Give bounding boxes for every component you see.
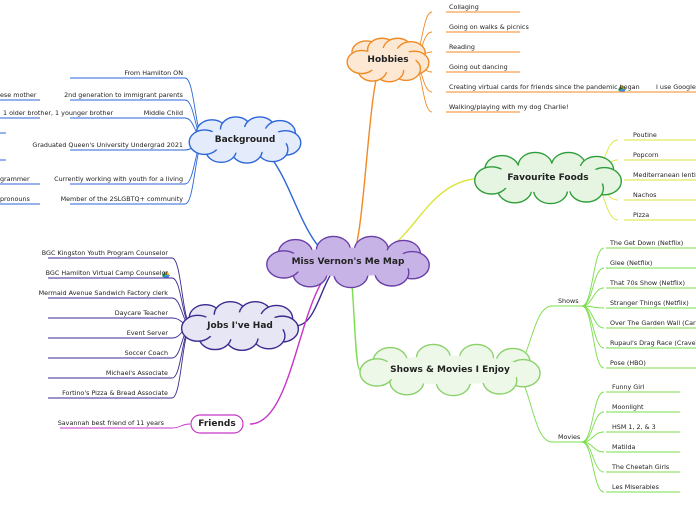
movies-link	[581, 431, 605, 443]
friends-node-label[interactable]: Friends	[198, 419, 236, 429]
show-item[interactable]: The Get Down (Netflix)	[610, 239, 684, 247]
background-item[interactable]: Member of the 2SLGBTQ+ community	[60, 195, 183, 203]
show-item[interactable]: Stranger Things (Netflix)	[610, 299, 689, 307]
background-sub-item[interactable]: pronouns	[0, 195, 30, 203]
movies-link	[581, 441, 605, 493]
background-item[interactable]: 2nd generation to immigrant parents	[64, 91, 183, 99]
google-drive-icon	[618, 85, 626, 92]
background-sub-item[interactable]: 1 older brother, 1 younger brother	[3, 109, 114, 117]
food-item[interactable]: Popcorn	[633, 151, 659, 159]
hobbies-node[interactable]	[346, 37, 430, 83]
hobbies-node-label[interactable]: Hobbies	[367, 55, 409, 65]
favourite-foods-node[interactable]	[473, 151, 623, 205]
show-item[interactable]: Pose (HBO)	[610, 359, 646, 367]
background-node[interactable]	[188, 116, 302, 164]
friends-node[interactable]	[190, 414, 244, 434]
movies-link	[581, 391, 605, 443]
food-item[interactable]: Nachos	[633, 191, 657, 199]
shows-group-label[interactable]: Shows	[558, 297, 579, 305]
hobby-sub-item[interactable]: I use Google S	[656, 83, 696, 91]
hobby-item[interactable]: Reading	[449, 43, 475, 51]
shows-link	[581, 305, 605, 329]
jobs-node-label[interactable]: Jobs I've Had	[207, 321, 273, 331]
show-item[interactable]: Over The Garden Wall (Cartoo	[610, 319, 696, 327]
background-sub-item[interactable]: grammer	[0, 175, 30, 183]
movie-item[interactable]: Les Miserables	[612, 483, 659, 491]
job-item[interactable]: Soccer Coach	[124, 349, 168, 357]
shows-movies-node[interactable]	[359, 343, 541, 397]
food-item[interactable]: Mediterranean lentil s	[633, 171, 696, 179]
center-node[interactable]	[266, 235, 430, 289]
google-drive-icon	[162, 271, 170, 278]
hobby-item[interactable]: Collaging	[449, 3, 479, 11]
shows-link	[581, 247, 605, 307]
show-item[interactable]: That 70s Show (Netflix)	[610, 279, 685, 287]
friends-link	[171, 423, 191, 429]
movie-item[interactable]: The Cheetah Girls	[612, 463, 670, 471]
background-sub-item[interactable]: ese mother	[0, 91, 37, 99]
job-item[interactable]: BGC Kingston Youth Program Counselor	[41, 249, 168, 257]
shows-link	[581, 267, 605, 307]
favourite-foods-node-label[interactable]: Favourite Foods	[507, 173, 589, 183]
friend-item[interactable]: Savannah best friend of 11 years	[57, 419, 164, 427]
branch-hobbies	[347, 59, 386, 263]
show-item[interactable]: Glee (Netflix)	[610, 259, 653, 267]
job-item[interactable]: Mermaid Avenue Sandwich Factory clerk	[38, 289, 168, 297]
shows-movies-node-label[interactable]: Shows & Movies I Enjoy	[390, 365, 510, 375]
food-item[interactable]: Pizza	[633, 211, 650, 219]
hobby-item[interactable]: Creating virtual cards for friends since…	[449, 83, 640, 91]
hobby-item[interactable]: Going out dancing	[449, 63, 508, 71]
job-item[interactable]: Daycare Teacher	[114, 309, 168, 317]
background-item[interactable]: Graduated Queen's University Undergrad 2…	[32, 141, 183, 149]
movie-item[interactable]: Funny Girl	[612, 383, 645, 391]
job-item[interactable]: BGC Hamilton Virtual Camp Counselor	[45, 269, 168, 277]
job-item[interactable]: Fortino's Pizza & Bread Associate	[62, 389, 168, 397]
background-item[interactable]: From Hamilton ON	[124, 69, 183, 77]
hobby-item[interactable]: Going on walks & picnics	[449, 23, 529, 31]
background-item[interactable]: Middle Child	[143, 109, 183, 117]
shows-link	[581, 287, 605, 307]
center-node-label[interactable]: Miss Vernon's Me Map	[291, 257, 405, 267]
background-node-label[interactable]: Background	[214, 135, 276, 145]
movie-item[interactable]: HSM 1, 2, & 3	[612, 423, 656, 431]
movie-item[interactable]: Matilda	[612, 443, 636, 451]
food-item[interactable]: Poutine	[633, 131, 657, 139]
show-item[interactable]: Rupaul's Drag Race (CraveTV)	[610, 339, 696, 347]
hobby-item[interactable]: Walking/playing with my dog Charlie!	[449, 103, 569, 111]
movies-group-label[interactable]: Movies	[558, 433, 581, 441]
jobs-node[interactable]	[180, 300, 300, 352]
movie-item[interactable]: Moonlight	[612, 403, 644, 411]
job-item[interactable]: Event Server	[126, 329, 168, 337]
background-item[interactable]: Currently working with youth for a livin…	[54, 175, 183, 183]
shows-link	[581, 305, 605, 369]
movies-link	[581, 411, 605, 443]
job-item[interactable]: Michael's Associate	[105, 369, 168, 377]
